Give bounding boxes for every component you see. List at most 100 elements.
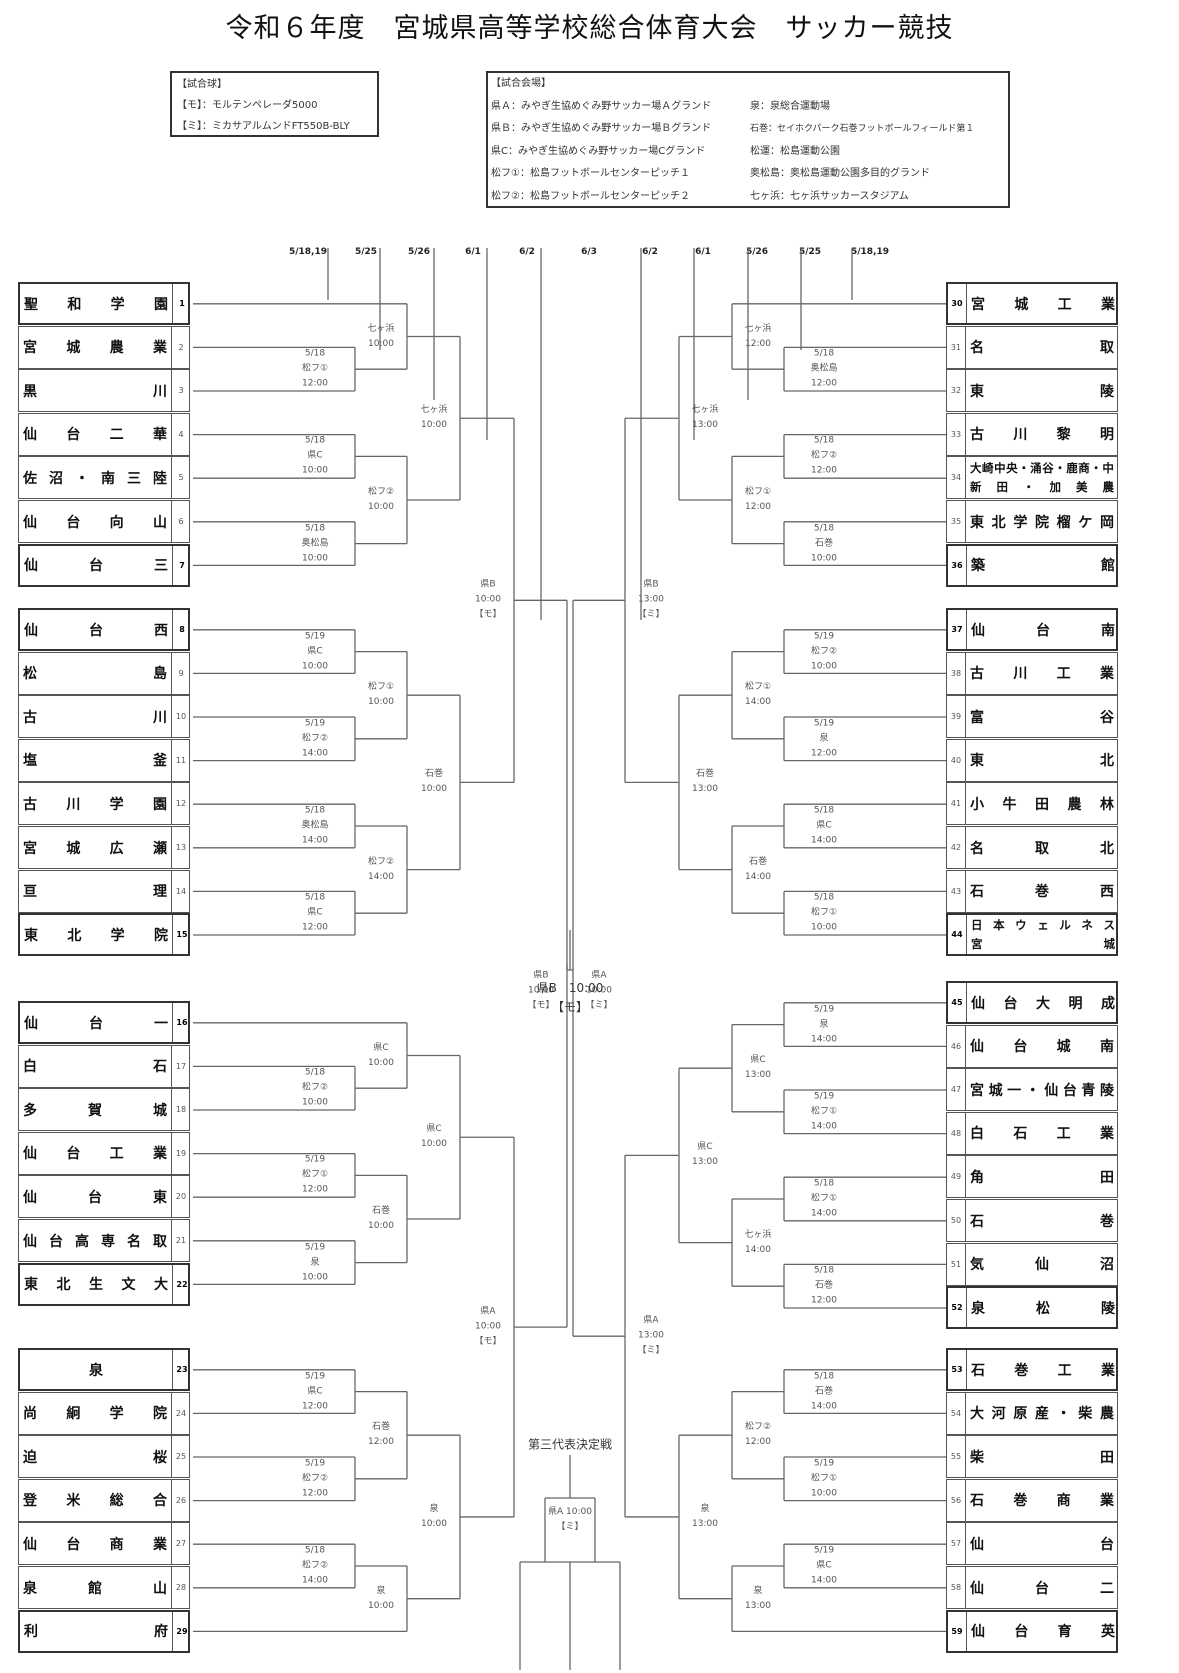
- team-name: 仙台二華: [23, 427, 167, 444]
- round-date-right-2: 5/25: [798, 247, 822, 257]
- team-name: 迫桜: [23, 1449, 167, 1466]
- match-info-line: 泉: [819, 1019, 829, 1030]
- match-info-line: 5/18: [304, 805, 326, 816]
- match-info-line: 5/19: [304, 718, 326, 729]
- team-number: 2: [171, 326, 190, 368]
- match-info-line: 12:00: [811, 748, 837, 759]
- match-info-line: 【ミ】: [637, 1345, 665, 1356]
- venue-item: 泉：泉総合運動場: [750, 100, 830, 112]
- match-info-line: 泉: [753, 1585, 763, 1596]
- team-number: 12: [171, 783, 190, 825]
- match-info-line: 泉: [310, 1257, 320, 1268]
- team-name: 亘理: [23, 884, 167, 901]
- venue-heading: 【試合会場】: [491, 78, 551, 89]
- match-info-line: 14:00: [811, 1401, 837, 1412]
- match-info-line: 石巻: [814, 1280, 833, 1291]
- team-number: 33: [947, 413, 966, 455]
- match-info-line: 県C: [307, 646, 323, 657]
- match-info-line: 石巻: [814, 1386, 833, 1397]
- match-info-line: 県C: [750, 1055, 766, 1066]
- match-info-line: 13:00: [692, 1518, 718, 1529]
- team-name: 仙台商業: [23, 1536, 167, 1553]
- match-info-line: 県C: [373, 1042, 389, 1053]
- match-info-line: 13:00: [745, 1600, 771, 1611]
- match-info-line: 12:00: [302, 1401, 328, 1412]
- venue-item: 県Ｂ：みやぎ生協めぐみ野サッカー場Ｂグランド: [491, 123, 712, 134]
- team-number: 58: [947, 1567, 966, 1608]
- match-info-line: 【ミ】: [556, 1522, 584, 1532]
- match-info-line: 10:00: [475, 594, 501, 605]
- round-date-left-5: 6/2: [519, 247, 535, 257]
- team-name: 名取北: [970, 840, 1114, 857]
- team-number: 1: [172, 284, 191, 323]
- venue-item: 県Ａ：みやぎ生協めぐみ野サッカー場Ａグランド: [491, 100, 712, 112]
- team-name: 大河原産・柴農: [970, 1406, 1114, 1423]
- team-name: 古川黎明: [970, 427, 1114, 444]
- team-number: 11: [171, 739, 190, 781]
- match-info-line: 奥松島: [810, 363, 838, 374]
- team-name: 名取: [970, 340, 1114, 357]
- team-name: 佐沼・南三陸: [23, 470, 167, 487]
- match-info-line: 七ヶ浜: [744, 1229, 772, 1240]
- venue-item: 石巻：セイホクパーク石巻フットボールフィールド第１: [750, 124, 975, 134]
- venue-legend: 【試合会場】 県Ａ：みやぎ生協めぐみ野サッカー場Ａグランド 県Ｂ：みやぎ生協めぐ…: [486, 71, 1010, 208]
- match-info-line: 5/18: [304, 1545, 326, 1556]
- match-info-line: 14:00: [302, 835, 328, 846]
- match-info-line: 松フ①: [810, 1473, 838, 1484]
- match-info-line: 10:00: [368, 1057, 394, 1068]
- team-name: 仙台工業: [23, 1146, 167, 1163]
- team-number: 55: [947, 1436, 966, 1478]
- match-label-r2: 泉 13:00: [745, 1584, 771, 1614]
- team-number: 34: [947, 457, 966, 499]
- match-info-line: 10:00: [811, 553, 837, 564]
- match-info-line: 松フ①: [301, 363, 329, 374]
- team-number: 40: [947, 739, 966, 781]
- team-number: 56: [947, 1479, 966, 1521]
- match-info-line: 泉: [376, 1585, 386, 1596]
- match-info-line: 県A: [480, 1306, 496, 1317]
- match-info-line: 松フ①: [744, 487, 772, 497]
- match-info-line: 14:00: [811, 1575, 837, 1586]
- match-info-line: 14:00: [302, 748, 328, 759]
- match-info-line: 【ミ】: [637, 609, 665, 620]
- team-number: 7: [172, 545, 191, 585]
- match-info-line: 14:00: [811, 1121, 837, 1132]
- team-name: 石巻: [970, 1213, 1114, 1230]
- page-title: 令和６年度 宮城県高等学校総合体育大会 サッカー競技: [225, 13, 954, 44]
- third-place-title: 第三代表決定戦: [528, 1436, 612, 1455]
- match-info-line: 10:00: [302, 1097, 328, 1108]
- match-info-line: 10:00: [368, 697, 394, 708]
- venue-item: 七ヶ浜：七ヶ浜サッカースタジアム: [750, 190, 909, 202]
- match-ball-legend: 【試合球】 【モ】：モルテンペレーダ5000 【ミ】：ミカサアルムンドFT550…: [170, 71, 379, 137]
- match-info-line: 県A: [643, 1315, 659, 1326]
- team-name: 白石: [23, 1059, 167, 1076]
- team-number: 30: [948, 284, 967, 323]
- venue-item: 県C：みやぎ生協めぐみ野サッカー場Cグランド: [491, 145, 706, 157]
- team-name: 仙台城南: [970, 1039, 1114, 1056]
- venue-item: 奥松島：奥松島運動公園多目的グランド: [750, 168, 930, 179]
- match-info-line: 松フ②: [301, 1473, 329, 1484]
- match-info-line: 県C: [426, 1124, 442, 1135]
